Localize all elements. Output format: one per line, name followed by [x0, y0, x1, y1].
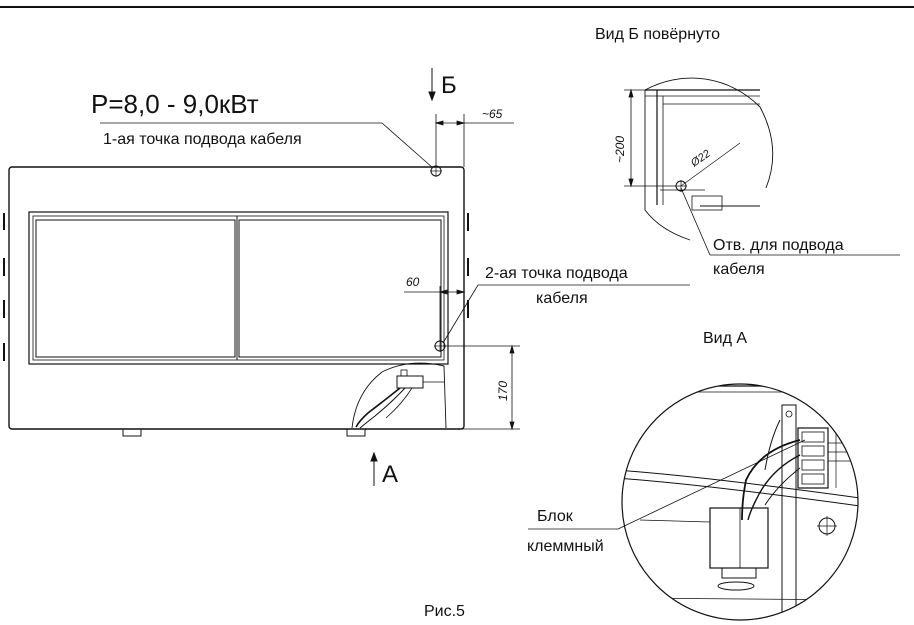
point1-label: 1-ая точка подвода кабеля [103, 131, 302, 148]
dimension-view-b-height [624, 88, 676, 188]
figure-caption: Рис.5 [424, 603, 465, 620]
dim-height-label: 170 [496, 381, 510, 401]
dimension-height [446, 344, 520, 431]
dimension-top-offset [434, 114, 514, 167]
view-a-marker: А [382, 461, 398, 488]
point2-label-line1: 2-ая точка подвода [485, 265, 628, 282]
dim-hole-diameter-label: Ø22 [688, 148, 713, 170]
view-a-detail [621, 383, 859, 621]
leader-terminal-block [528, 439, 806, 530]
view-a-title: Вид А [703, 330, 747, 347]
terminal-label-line1: Блок [537, 508, 574, 525]
dim-view-b-height-label: ~200 [613, 136, 627, 163]
dim-top-offset-label: ~65 [482, 107, 503, 121]
view-b-title: Вид Б повёрнуто [595, 26, 720, 43]
dim-side-offset-label: 60 [406, 275, 420, 289]
view-a-arrow [370, 451, 378, 486]
view-b-arrow [428, 68, 436, 102]
hole-label-line1: Отв. для подвода [713, 237, 844, 254]
point2-label-line2: кабеля [536, 290, 588, 307]
leader-hole [680, 187, 900, 256]
leader-point1 [100, 122, 434, 169]
hole-label-line2: кабеля [713, 261, 765, 278]
view-b-marker: Б [441, 72, 457, 99]
dimension-side-offset [404, 286, 466, 341]
power-label: P=8,0 - 9,0кВт [91, 89, 259, 119]
cabinet-front-view [3, 165, 469, 437]
leader-point2 [442, 284, 690, 344]
terminal-label-line2: клеммный [527, 538, 604, 555]
